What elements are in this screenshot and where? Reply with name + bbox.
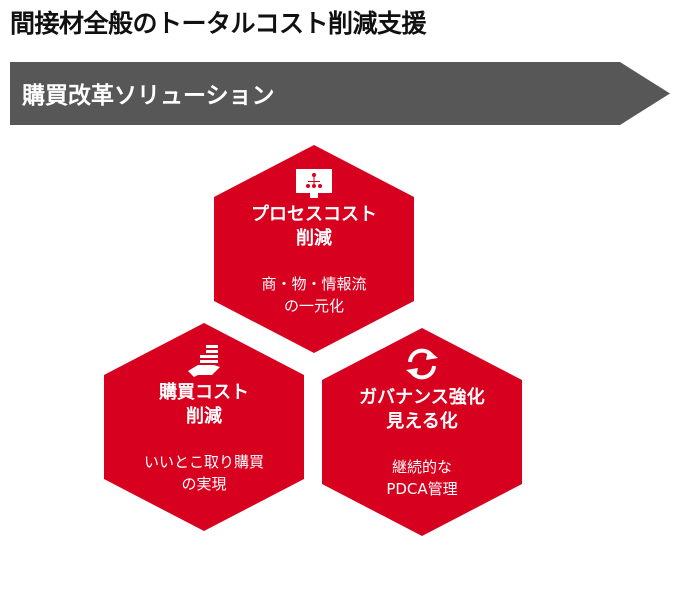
hexagon-heading: 購買コスト bbox=[159, 382, 249, 403]
hexagon-heading: プロセスコスト bbox=[251, 204, 377, 225]
hexagon-subtext: の実現 bbox=[181, 475, 227, 493]
hand-coins-icon bbox=[188, 345, 220, 377]
hexagon-subtext: の一元化 bbox=[283, 297, 344, 315]
hexagon-heading: ガバナンス強化 bbox=[359, 387, 485, 408]
hexagon-subtext: いいとこ取り購買 bbox=[143, 453, 264, 471]
banner-label: 購買改革ソリューション bbox=[22, 83, 275, 109]
hexagon-process-cost: プロセスコスト削減 商・物・情報流の一元化 bbox=[214, 145, 414, 353]
refresh-icon bbox=[406, 348, 438, 380]
hexagon-governance: ガバナンス強化見える化 継続的な PDCA管理 bbox=[322, 328, 522, 536]
hexagon-subtext: PDCA管理 bbox=[386, 480, 458, 498]
solution-banner: 購買改革ソリューション bbox=[10, 62, 670, 125]
hexagon-heading: 削減 bbox=[186, 406, 222, 427]
hexagon-purchase-cost: 購買コスト削減 いいとこ取り購買の実現 bbox=[104, 323, 304, 531]
hexagon-subtext: 継続的な bbox=[391, 458, 452, 476]
hexagon-heading: 見える化 bbox=[386, 411, 458, 432]
monitor-hierarchy-icon bbox=[296, 169, 332, 198]
page-title: 間接材全般のトータルコスト削減支援 bbox=[10, 9, 427, 38]
hexagon-subtext: 商・物・情報流 bbox=[261, 275, 367, 293]
hexagon-heading: 削減 bbox=[296, 228, 332, 249]
